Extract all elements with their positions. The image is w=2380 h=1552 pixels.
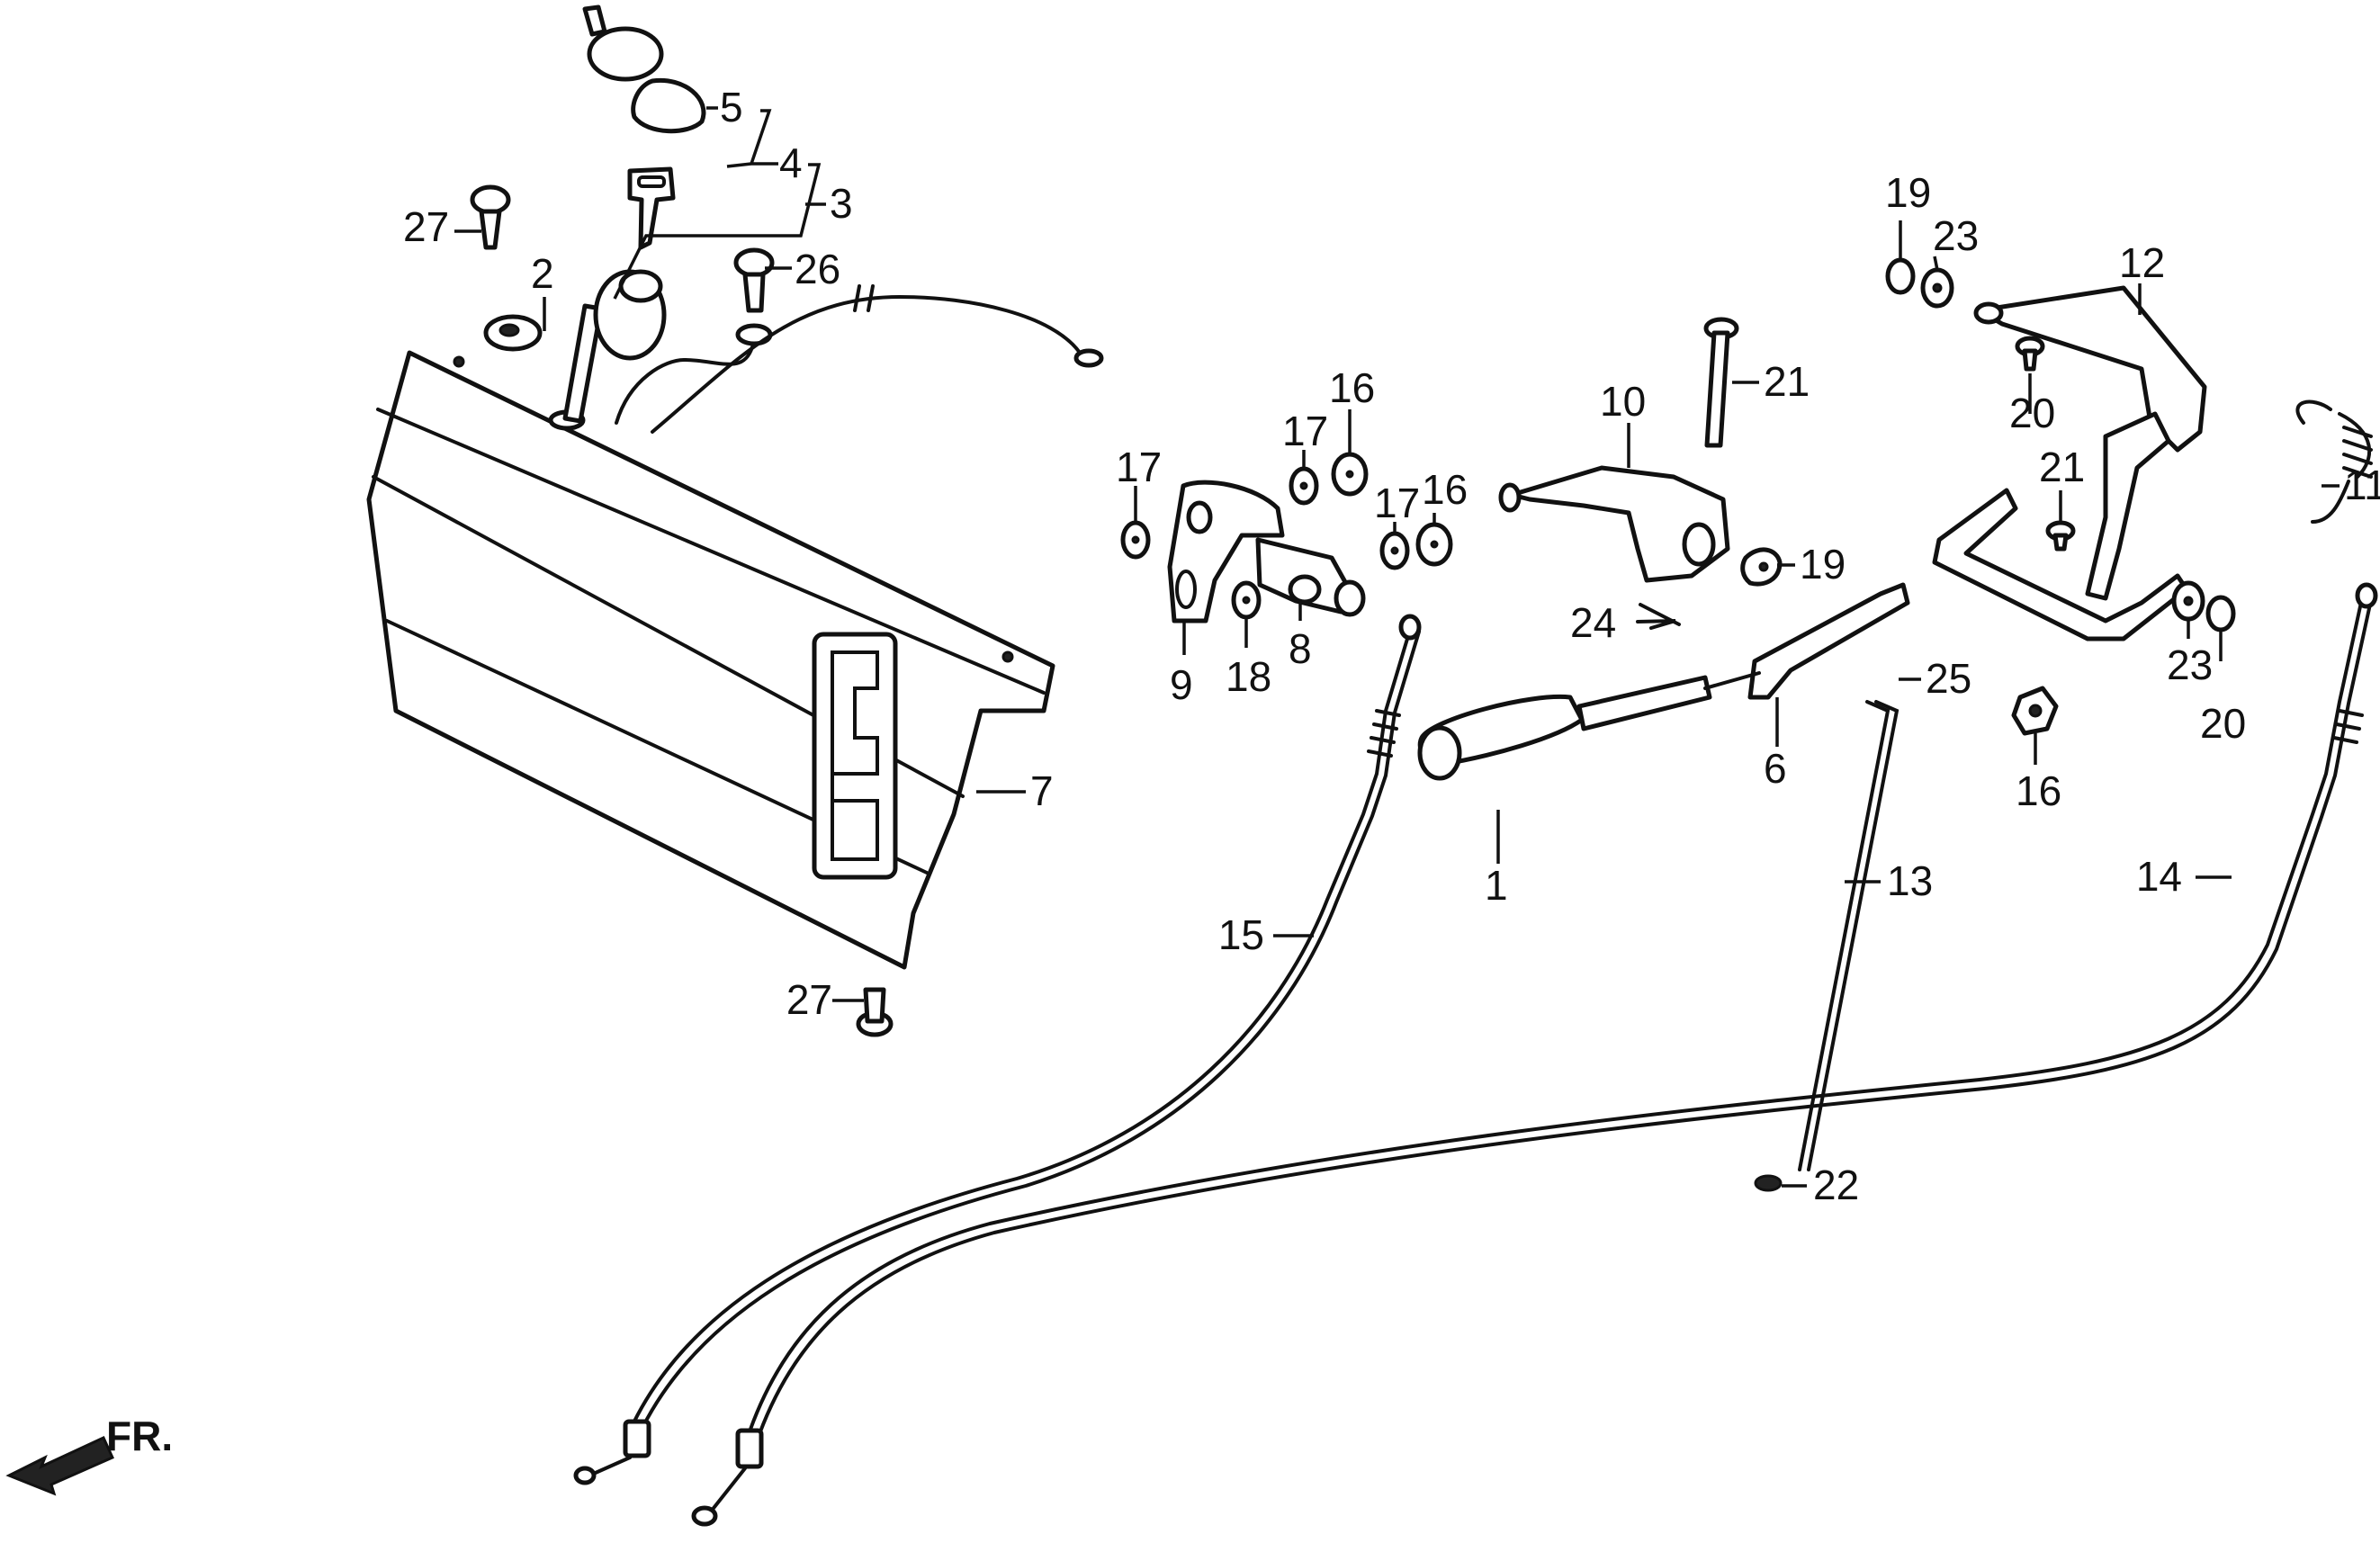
bracket-lower bbox=[1932, 488, 2189, 641]
callout-17c[interactable]: 17 bbox=[1374, 480, 1420, 526]
clamp-2 bbox=[483, 314, 543, 352]
callout-16b[interactable]: 16 bbox=[1422, 466, 1468, 513]
bolt-27-lower bbox=[856, 987, 894, 1037]
callout-15[interactable]: 15 bbox=[1218, 911, 1264, 958]
callout-27-upper[interactable]: 27 bbox=[403, 203, 449, 250]
callout-9[interactable]: 9 bbox=[1170, 661, 1193, 708]
key-switch-assembly bbox=[562, 269, 1104, 434]
callout-13[interactable]: 13 bbox=[1887, 857, 1933, 904]
washer-17d bbox=[1231, 580, 1262, 620]
bolt-21a bbox=[2015, 336, 2045, 372]
clip-19b bbox=[2205, 595, 2236, 632]
cotter-pin-24 bbox=[1636, 603, 1681, 630]
washer-23b bbox=[2171, 580, 2205, 622]
leader-lines bbox=[454, 106, 2340, 1188]
shift-lever-6 bbox=[1576, 582, 1910, 731]
front-direction-label: FR. bbox=[106, 1413, 173, 1459]
cable-15 bbox=[573, 614, 1422, 1485]
shift-panel-cover bbox=[366, 350, 1055, 970]
bolt-21b bbox=[2045, 520, 2076, 552]
callout-3[interactable]: 3 bbox=[830, 180, 853, 227]
callout-16c[interactable]: 16 bbox=[2016, 767, 2061, 814]
callout-27-lower[interactable]: 27 bbox=[786, 976, 832, 1023]
callout-23b[interactable]: 23 bbox=[2167, 641, 2213, 688]
bolt-27-upper bbox=[470, 184, 511, 250]
callout-2[interactable]: 2 bbox=[531, 250, 554, 297]
nut-16b bbox=[1415, 522, 1453, 567]
nut-16a bbox=[1331, 452, 1369, 497]
callout-23a[interactable]: 23 bbox=[1933, 212, 1979, 259]
link-plate-8 bbox=[1255, 537, 1366, 617]
washer-17a bbox=[1120, 520, 1151, 560]
key-switch-body bbox=[582, 4, 706, 134]
callout-20[interactable]: 21 bbox=[1764, 358, 1810, 405]
nut-16c bbox=[2011, 686, 2059, 736]
washer-23a bbox=[1920, 267, 1954, 309]
callout-8[interactable]: 8 bbox=[1289, 625, 1312, 672]
callout-5[interactable]: 5 bbox=[720, 84, 743, 130]
callout-10[interactable]: 10 bbox=[1600, 378, 1646, 425]
shift-arm-9 bbox=[1167, 480, 1285, 623]
callout-21a[interactable]: 20 bbox=[2009, 390, 2055, 436]
callout-25[interactable]: 25 bbox=[1926, 655, 1971, 702]
bracket-12 bbox=[1973, 285, 2207, 453]
spring-11 bbox=[2295, 399, 2373, 524]
callout-18[interactable]: 19 bbox=[1800, 541, 1846, 588]
shift-knob-1 bbox=[1417, 694, 1585, 781]
ignition-key bbox=[627, 166, 676, 250]
shift-rod-13 bbox=[1754, 700, 1900, 1192]
clip-19a bbox=[1885, 257, 1916, 295]
clip-18 bbox=[1740, 547, 1783, 587]
link-rod bbox=[2085, 411, 2171, 601]
callout-7[interactable]: 7 bbox=[1030, 767, 1054, 814]
callout-12[interactable]: 12 bbox=[2119, 239, 2165, 286]
callout-17d[interactable]: 18 bbox=[1226, 653, 1271, 700]
bracket-10 bbox=[1498, 465, 1730, 583]
callout-1[interactable]: 1 bbox=[1485, 862, 1508, 909]
callout-17a[interactable]: 17 bbox=[1116, 444, 1162, 490]
washer-17c bbox=[1379, 531, 1410, 570]
bolt-26 bbox=[733, 247, 775, 313]
pin-20 bbox=[1703, 317, 1739, 448]
cable-14 bbox=[691, 582, 2378, 1527]
washer-17b bbox=[1289, 466, 1319, 506]
callout-21b[interactable]: 21 bbox=[2039, 444, 2085, 490]
callout-19a[interactable]: 19 bbox=[1885, 169, 1931, 216]
callout-22[interactable]: 22 bbox=[1813, 1162, 1859, 1208]
callout-4[interactable]: 4 bbox=[779, 139, 803, 186]
callout-16a[interactable]: 16 bbox=[1329, 364, 1375, 411]
callout-26[interactable]: 26 bbox=[795, 246, 840, 292]
callout-14[interactable]: 14 bbox=[2136, 853, 2182, 900]
front-direction-arrow: FR. bbox=[5, 1413, 173, 1496]
callout-17b[interactable]: 17 bbox=[1282, 408, 1328, 454]
callout-19b[interactable]: 20 bbox=[2200, 700, 2246, 747]
callout-24[interactable]: 24 bbox=[1570, 599, 1616, 646]
callout-11[interactable]: 11 bbox=[2344, 462, 2380, 508]
callout-6[interactable]: 6 bbox=[1764, 745, 1787, 792]
